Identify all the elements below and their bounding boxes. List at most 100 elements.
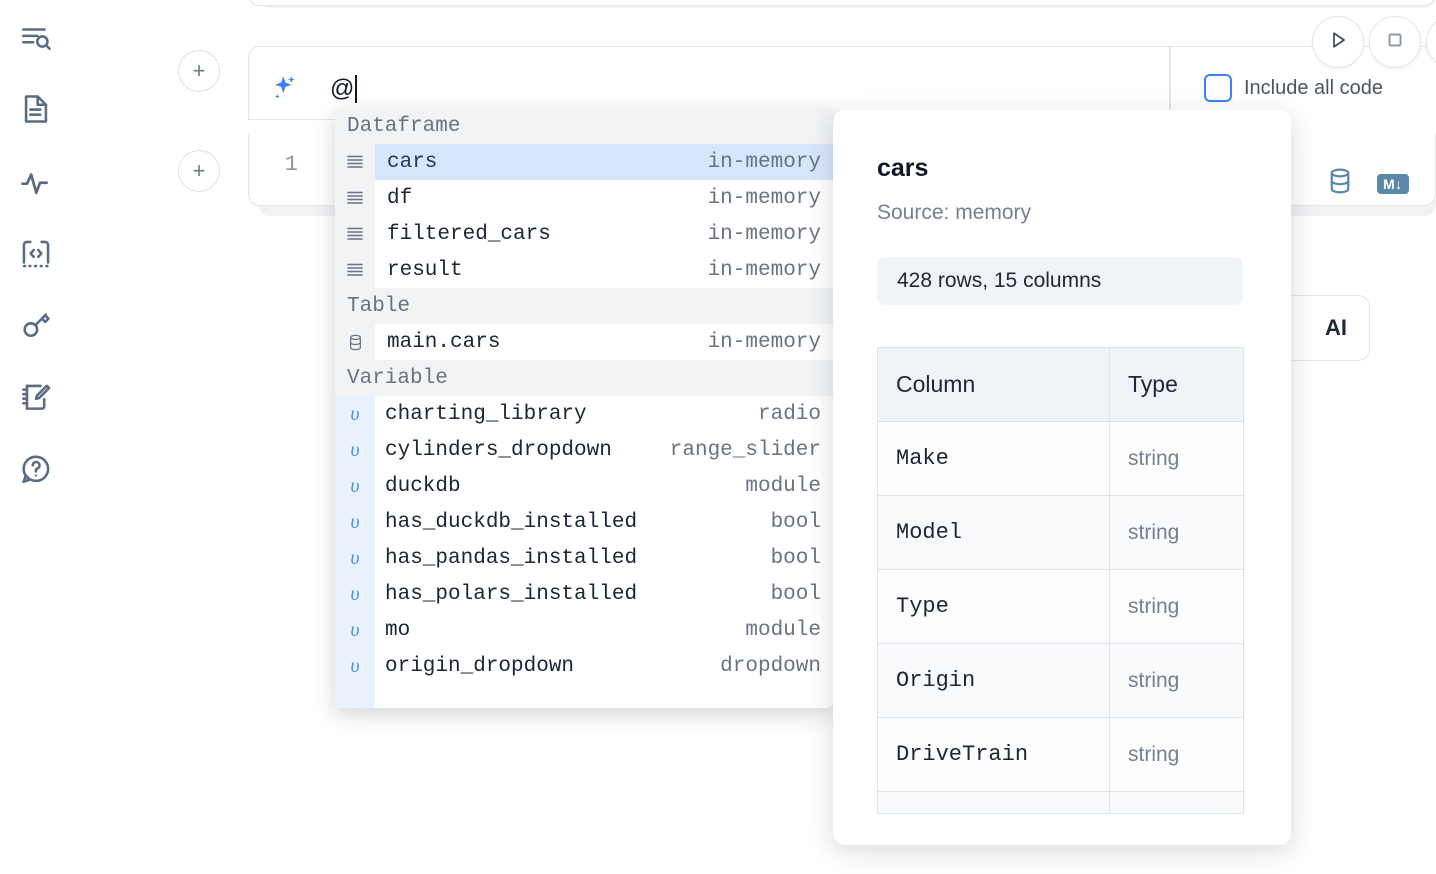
schema-column-type: string	[1109, 569, 1244, 644]
table-row-partial	[877, 791, 1244, 814]
notebook-edit-icon	[19, 380, 53, 414]
table-row: Model string	[877, 495, 1244, 570]
autocomplete-item-name: has_duckdb_installed	[385, 510, 638, 534]
autocomplete-item-name: df	[387, 186, 413, 210]
autocomplete-item-name: result	[387, 258, 463, 282]
dataframe-preview-panel: cars Source: memory 428 rows, 15 columns…	[833, 110, 1291, 845]
table-row: DriveTrain string	[877, 717, 1244, 792]
dataframe-icon	[335, 144, 375, 180]
schema-column-type: string	[1109, 643, 1244, 718]
dataframe-icon	[335, 252, 375, 288]
autocomplete-item[interactable]: υ has_polars_installed bool	[335, 576, 833, 612]
ai-prompt-bar[interactable]	[248, 46, 1170, 120]
play-icon	[1326, 28, 1350, 57]
schema-column-type: string	[1109, 717, 1244, 792]
autocomplete-item-meta: in-memory	[707, 330, 821, 354]
database-icon	[335, 324, 375, 360]
schema-table: Column Type Make string Model string Typ…	[877, 347, 1244, 814]
schema-column-type: string	[1109, 495, 1244, 570]
autocomplete-item-meta: radio	[757, 402, 821, 426]
code-snippet-icon	[19, 237, 53, 271]
autocomplete-item-meta: in-memory	[707, 150, 821, 174]
autocomplete-item[interactable]: υ has_duckdb_installed bool	[335, 504, 833, 540]
schema-column-name: Origin	[877, 643, 1110, 718]
sidebar-item-secrets[interactable]	[10, 299, 62, 351]
previous-cell-partial	[248, 0, 1436, 6]
autocomplete-section-header: Table	[335, 288, 833, 324]
autocomplete-item-name: charting_library	[385, 402, 587, 426]
add-cell-button-bottom[interactable]: +	[178, 150, 220, 192]
table-row: Origin string	[877, 643, 1244, 718]
autocomplete-item[interactable]: result in-memory	[335, 252, 833, 288]
variable-icon: υ	[335, 468, 375, 504]
autocomplete-item[interactable]: filtered_cars in-memory	[335, 216, 833, 252]
schema-header-type: Type	[1109, 347, 1244, 422]
variable-icon: υ	[335, 576, 375, 612]
sidebar-item-snippets[interactable]	[10, 228, 62, 280]
add-cell-button-top[interactable]: +	[178, 50, 220, 92]
autocomplete-dropdown[interactable]: Dataframe cars in-memory df in-memory fi…	[335, 108, 833, 708]
autocomplete-item[interactable]: main.cars in-memory	[335, 324, 833, 360]
autocomplete-item[interactable]: υ origin_dropdown dropdown	[335, 648, 833, 684]
sidebar-item-activity[interactable]	[10, 157, 62, 209]
sidebar-item-scratchpad[interactable]	[10, 371, 62, 423]
database-icon[interactable]	[1325, 166, 1355, 201]
autocomplete-item[interactable]: υ cylinders_dropdown range_slider	[335, 432, 833, 468]
cell-toolbar: M↓	[1325, 166, 1409, 201]
autocomplete-item-name: filtered_cars	[387, 222, 551, 246]
autocomplete-item-meta: dropdown	[720, 654, 821, 678]
include-all-code-toggle[interactable]: Include all code	[1204, 74, 1383, 102]
stop-button[interactable]	[1369, 16, 1421, 68]
sidebar-item-files[interactable]	[10, 83, 62, 135]
sidebar-item-help[interactable]	[10, 443, 62, 495]
schema-column-name: Model	[877, 495, 1110, 570]
ai-prompt-input[interactable]: @	[330, 72, 358, 106]
autocomplete-item[interactable]: υ duckdb module	[335, 468, 833, 504]
dataframe-icon	[335, 216, 375, 252]
activity-pulse-icon	[19, 166, 53, 200]
file-document-icon	[19, 92, 53, 126]
include-all-code-label: Include all code	[1244, 76, 1383, 99]
autocomplete-item[interactable]: υ mo module	[335, 612, 833, 648]
table-row: Make string	[877, 421, 1244, 496]
autocomplete-item-name: duckdb	[385, 474, 461, 498]
autocomplete-item-name: cylinders_dropdown	[385, 438, 612, 462]
autocomplete-item-meta: bool	[770, 546, 821, 570]
code-line-number: 1	[284, 152, 298, 177]
preview-shape-badge: 428 rows, 15 columns	[877, 257, 1243, 305]
ai-prompt-value: @	[330, 75, 355, 102]
markdown-badge[interactable]: M↓	[1377, 173, 1409, 194]
autocomplete-item-meta: in-memory	[707, 186, 821, 210]
include-all-code-checkbox[interactable]	[1204, 74, 1232, 102]
autocomplete-item-meta: module	[745, 474, 821, 498]
autocomplete-item-meta: in-memory	[707, 222, 821, 246]
help-chat-icon	[19, 452, 53, 486]
key-icon	[19, 308, 53, 342]
variable-icon: υ	[335, 648, 375, 684]
autocomplete-item-meta: module	[745, 618, 821, 642]
variable-icon	[335, 684, 375, 708]
schema-table-header-row: Column Type	[877, 347, 1244, 422]
run-button[interactable]	[1312, 16, 1364, 68]
variable-icon: υ	[335, 612, 375, 648]
explore-search-icon	[19, 21, 53, 55]
autocomplete-item-name: mo	[385, 618, 411, 642]
sidebar-item-explore[interactable]	[10, 12, 62, 64]
autocomplete-item[interactable]: υ has_pandas_installed bool	[335, 540, 833, 576]
autocomplete-item-name: origin_dropdown	[385, 654, 575, 678]
dataframe-icon	[335, 180, 375, 216]
autocomplete-item[interactable]: υ charting_library radio	[335, 396, 833, 432]
variable-icon: υ	[335, 396, 375, 432]
autocomplete-item-name: has_pandas_installed	[385, 546, 638, 570]
schema-header-column: Column	[877, 347, 1110, 422]
variable-icon: υ	[335, 540, 375, 576]
autocomplete-item[interactable]: df in-memory	[335, 180, 833, 216]
autocomplete-item-partial[interactable]	[335, 684, 833, 708]
stop-square-icon	[1383, 28, 1407, 57]
schema-column-name: Make	[877, 421, 1110, 496]
schema-column-name: Type	[877, 569, 1110, 644]
autocomplete-item-name: cars	[387, 150, 438, 174]
autocomplete-item[interactable]: cars in-memory	[335, 144, 833, 180]
autocomplete-item-meta: bool	[770, 510, 821, 534]
autocomplete-item-meta: bool	[770, 582, 821, 606]
